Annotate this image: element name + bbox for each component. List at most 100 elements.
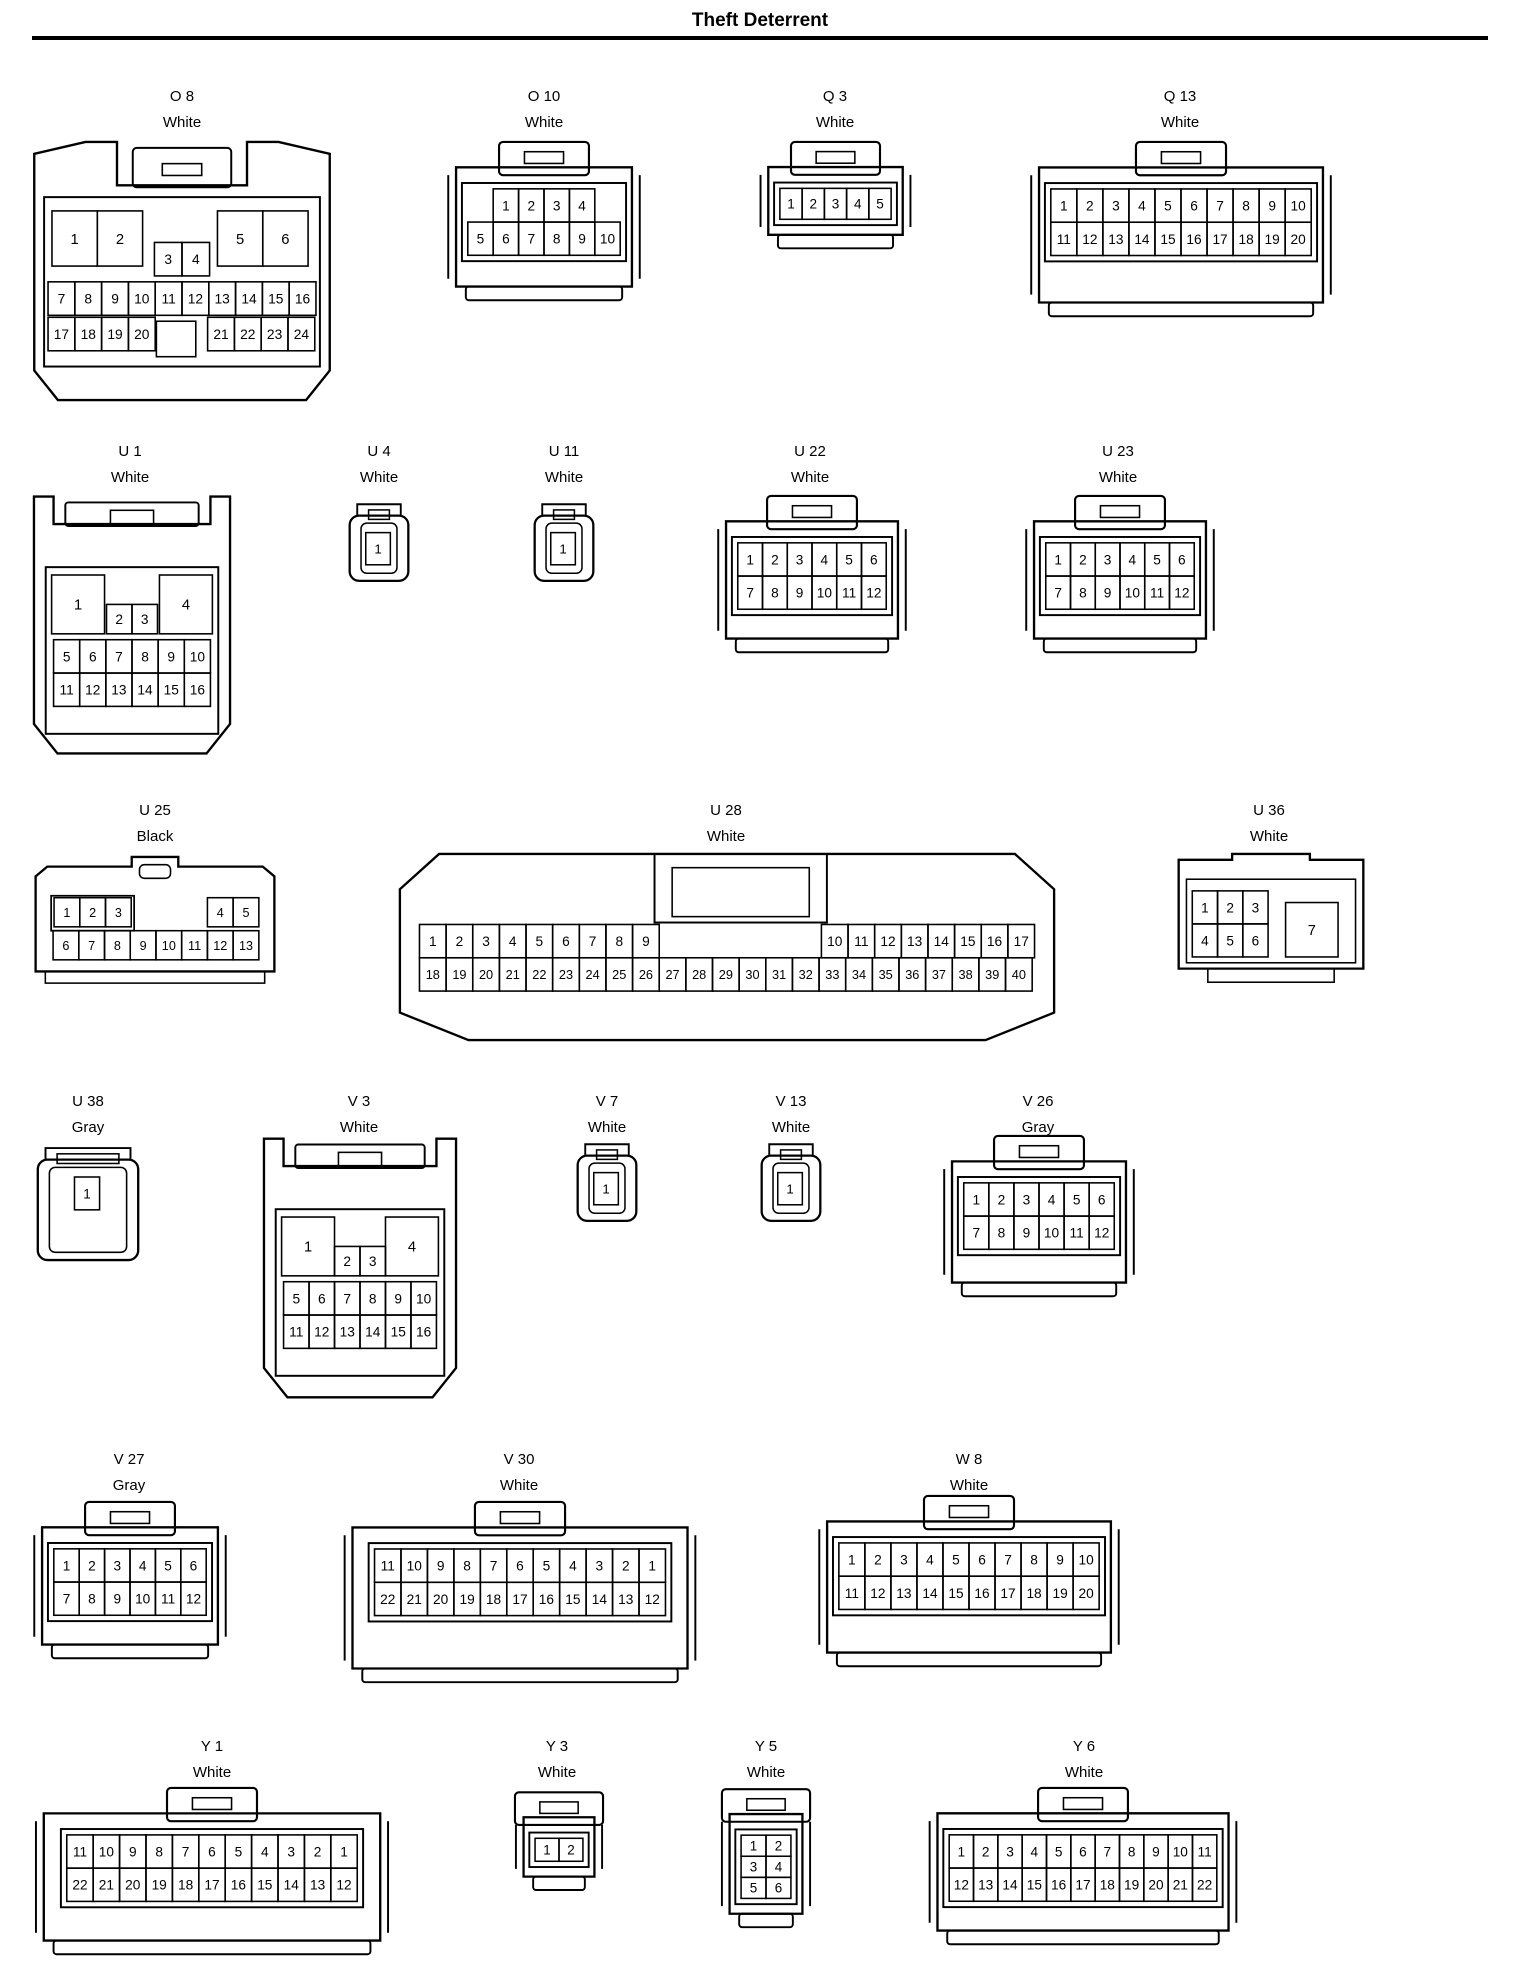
svg-text:3: 3 bbox=[832, 197, 840, 212]
connector-q-3-id: Q 3 bbox=[822, 88, 848, 105]
svg-text:8: 8 bbox=[155, 1844, 163, 1859]
svg-text:21: 21 bbox=[213, 327, 228, 342]
svg-text:3: 3 bbox=[1112, 199, 1120, 214]
pin-20: 20 bbox=[1072, 1575, 1100, 1611]
svg-text:9: 9 bbox=[111, 292, 119, 307]
pin-21: 21 bbox=[1167, 1867, 1194, 1903]
svg-text:8: 8 bbox=[1128, 1844, 1136, 1859]
pin-27: 27 bbox=[658, 956, 687, 992]
svg-text:11: 11 bbox=[1070, 1226, 1084, 1241]
pin-4: 4 bbox=[206, 896, 234, 928]
svg-text:8: 8 bbox=[553, 232, 561, 247]
svg-text:10: 10 bbox=[407, 1559, 423, 1574]
pin-9: 9 bbox=[157, 638, 186, 674]
pin-2: 2 bbox=[78, 1548, 106, 1583]
svg-text:22: 22 bbox=[240, 327, 255, 342]
svg-text:1: 1 bbox=[304, 1240, 312, 1256]
pin-12: 12 bbox=[1076, 221, 1104, 257]
pin-35: 35 bbox=[871, 956, 900, 992]
svg-text:28: 28 bbox=[692, 967, 706, 982]
connector-u-23-color: White bbox=[1098, 469, 1138, 486]
svg-text:14: 14 bbox=[922, 1586, 938, 1601]
pin-22: 22 bbox=[233, 316, 262, 352]
pin-4: 4 bbox=[765, 1855, 792, 1879]
svg-text:1: 1 bbox=[74, 598, 82, 614]
pin-5: 5 bbox=[1063, 1182, 1090, 1217]
svg-text:3: 3 bbox=[287, 1844, 295, 1859]
pin-8: 8 bbox=[359, 1280, 387, 1316]
svg-text:20: 20 bbox=[479, 967, 493, 982]
svg-text:12: 12 bbox=[880, 934, 895, 949]
svg-text:22: 22 bbox=[72, 1878, 87, 1893]
pin-14: 14 bbox=[277, 1867, 306, 1903]
pin-3: 3 bbox=[786, 542, 813, 577]
connector-q-13-color: White bbox=[1160, 114, 1200, 131]
svg-text:18: 18 bbox=[1238, 232, 1254, 247]
pin-12: 12 bbox=[860, 575, 888, 611]
svg-text:1: 1 bbox=[1201, 900, 1209, 915]
svg-text:14: 14 bbox=[1002, 1878, 1018, 1893]
svg-text:20: 20 bbox=[125, 1878, 141, 1893]
svg-text:1: 1 bbox=[502, 198, 510, 213]
pin-11: 11 bbox=[1191, 1834, 1218, 1869]
svg-text:9: 9 bbox=[1023, 1226, 1031, 1241]
pin-17: 17 bbox=[1007, 923, 1036, 959]
svg-text:14: 14 bbox=[137, 683, 153, 698]
pin-14: 14 bbox=[927, 923, 956, 959]
pin-5: 5 bbox=[52, 638, 81, 674]
pin-10: 10 bbox=[183, 638, 212, 674]
pin-2: 2 bbox=[1069, 542, 1097, 577]
svg-text:18: 18 bbox=[486, 1592, 502, 1607]
svg-text:13: 13 bbox=[1108, 232, 1124, 247]
svg-text:5: 5 bbox=[1073, 1192, 1081, 1207]
pin-36: 36 bbox=[898, 956, 927, 992]
pin-4: 4 bbox=[1128, 188, 1156, 224]
svg-text:9: 9 bbox=[1056, 1552, 1064, 1567]
pin-18: 18 bbox=[1020, 1575, 1048, 1611]
svg-text:5: 5 bbox=[952, 1552, 960, 1567]
svg-text:27: 27 bbox=[665, 967, 679, 982]
svg-text:3: 3 bbox=[796, 552, 804, 567]
svg-text:9: 9 bbox=[796, 586, 804, 601]
pin-1: 1 bbox=[550, 531, 577, 566]
pin-1: 1 bbox=[50, 574, 106, 635]
pin-3: 3 bbox=[471, 923, 501, 959]
pin-10: 10 bbox=[1072, 1542, 1100, 1577]
svg-text:15: 15 bbox=[257, 1878, 273, 1893]
pin-8: 8 bbox=[1232, 188, 1260, 224]
pin-4: 4 bbox=[568, 188, 596, 223]
pin-3: 3 bbox=[890, 1542, 918, 1577]
svg-text:2: 2 bbox=[567, 1843, 574, 1858]
pin-2: 2 bbox=[105, 603, 133, 635]
svg-text:19: 19 bbox=[152, 1878, 167, 1893]
pin-14: 14 bbox=[997, 1867, 1023, 1903]
svg-text:18: 18 bbox=[178, 1878, 194, 1893]
svg-text:3: 3 bbox=[115, 906, 122, 920]
svg-text:1: 1 bbox=[750, 1839, 757, 1854]
connector-o-8-color: White bbox=[162, 114, 202, 131]
svg-text:8: 8 bbox=[88, 1592, 96, 1607]
pin-6: 6 bbox=[1180, 188, 1208, 224]
pin-11: 11 bbox=[282, 1314, 310, 1350]
pin-7: 7 bbox=[479, 1548, 508, 1584]
pin-7: 7 bbox=[517, 221, 545, 257]
pin-4: 4 bbox=[916, 1542, 944, 1577]
svg-text:3: 3 bbox=[482, 934, 490, 949]
svg-text:6: 6 bbox=[1190, 199, 1198, 214]
pin-9: 9 bbox=[118, 1834, 147, 1869]
pin-9: 9 bbox=[426, 1548, 455, 1584]
svg-text:3: 3 bbox=[1006, 1844, 1014, 1859]
pin-5: 5 bbox=[1143, 542, 1171, 577]
connector-y-6-color: White bbox=[1064, 1764, 1104, 1781]
pin-2: 2 bbox=[79, 896, 107, 928]
svg-text:9: 9 bbox=[642, 934, 650, 949]
pin-16: 16 bbox=[1180, 221, 1208, 257]
pin-10: 10 bbox=[594, 221, 621, 257]
pin-7: 7 bbox=[962, 1215, 990, 1251]
pin-8: 8 bbox=[1020, 1542, 1048, 1577]
pin-15: 15 bbox=[157, 672, 186, 708]
pin-6: 6 bbox=[1070, 1834, 1096, 1869]
connector-u-4-id: U 4 bbox=[367, 443, 391, 460]
